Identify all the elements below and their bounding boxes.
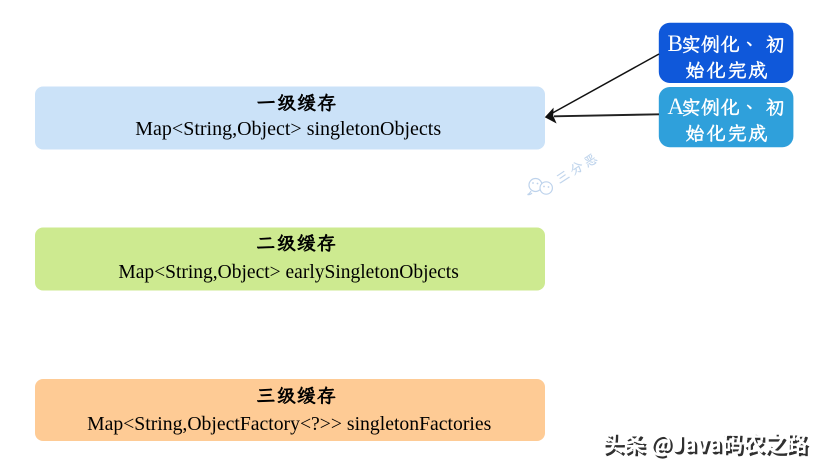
svg-text:Map<String,Object> earlySingle: Map<String,Object> earlySingletonObjects	[118, 262, 458, 283]
svg-text:Map<String,Object> singletonOb: Map<String,Object> singletonObjects	[135, 118, 441, 140]
svg-text:Map<String,ObjectFactory<?>> s: Map<String,ObjectFactory<?>> singletonFa…	[87, 413, 491, 435]
svg-text:B: B	[668, 31, 683, 56]
svg-text:A: A	[668, 94, 685, 119]
